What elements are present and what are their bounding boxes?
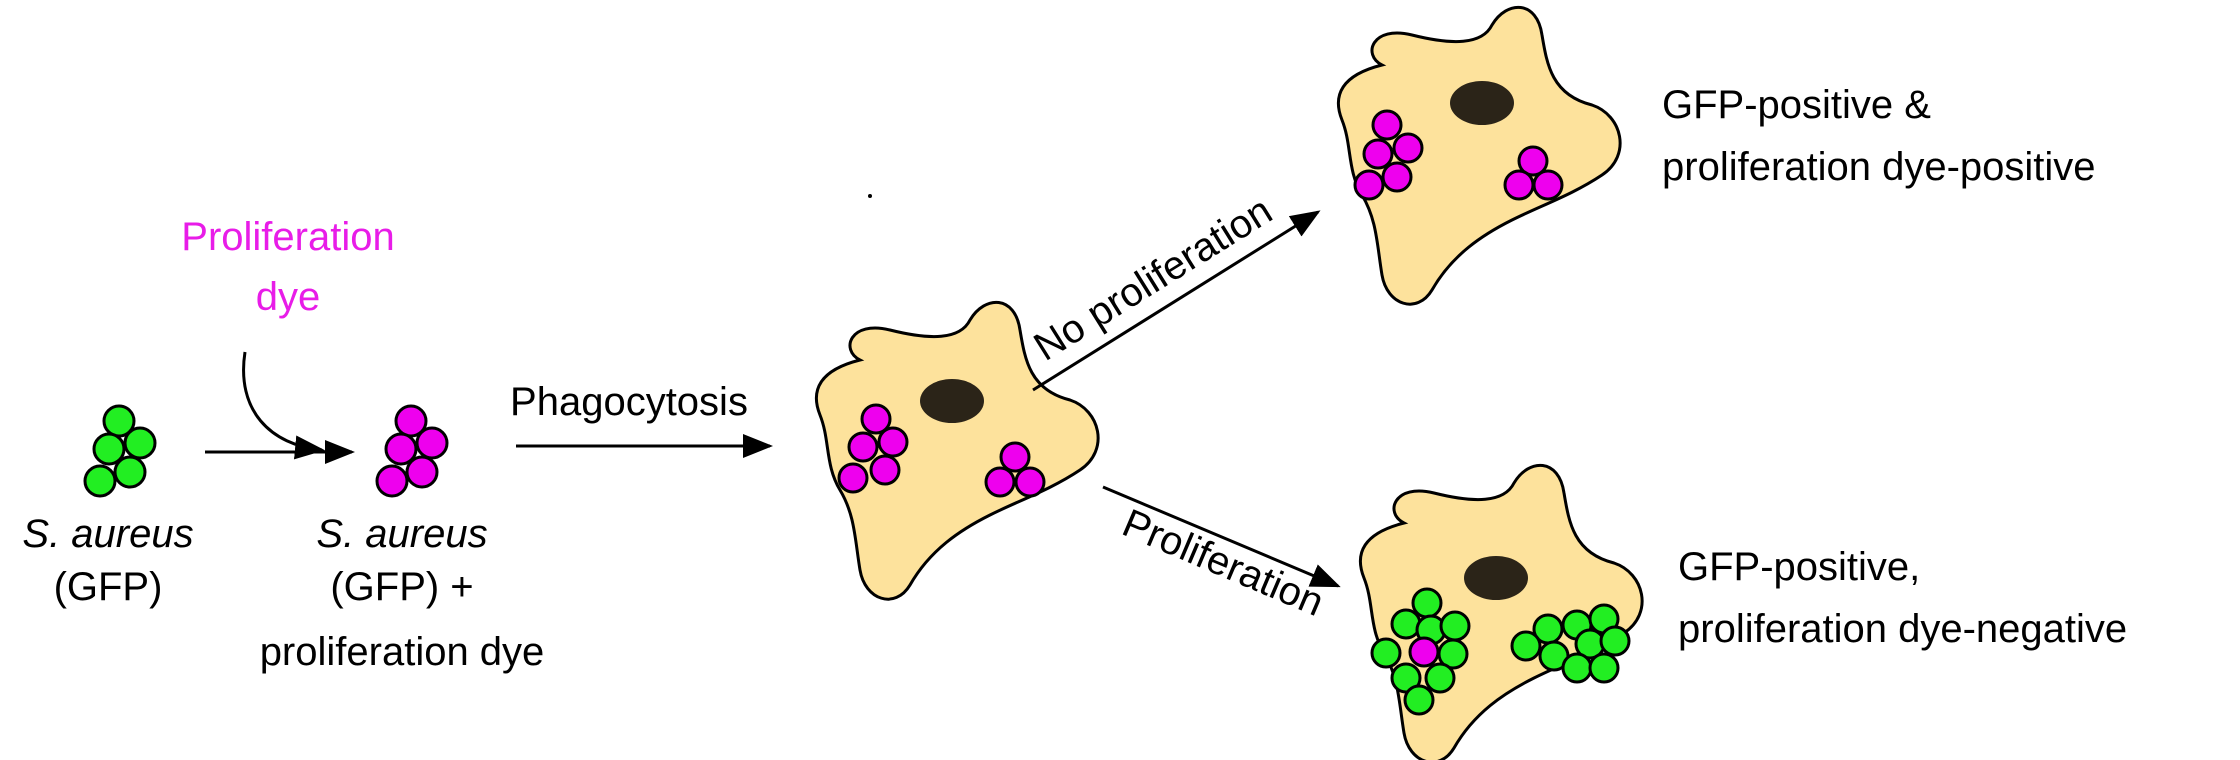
bacterium (113, 455, 147, 489)
bacterium (1014, 466, 1046, 498)
bacterium (123, 426, 157, 460)
nucleus (920, 379, 984, 423)
nucleus (1464, 556, 1528, 600)
bacterium (1392, 132, 1424, 164)
dyed-bacteria-cluster (375, 404, 449, 498)
bacterium (415, 426, 449, 460)
bacterium (1424, 662, 1456, 694)
bacterium (877, 426, 909, 458)
bacterium (405, 455, 439, 489)
dye-label-line1: Proliferation (181, 215, 394, 259)
macrophage-proliferation (1358, 463, 1644, 760)
bacteria-gfp-marker: (GFP) (54, 565, 163, 609)
gfp-bacteria-cluster (83, 404, 157, 498)
bacterium (1532, 169, 1564, 201)
macrophage-no-proliferation (1336, 5, 1622, 306)
bacterium (1599, 625, 1631, 657)
nucleus (1450, 81, 1514, 125)
bacterium (384, 432, 418, 466)
proliferation-arrow (1102, 485, 1341, 588)
bacterium (1439, 610, 1471, 642)
bacterium (1370, 637, 1402, 669)
bacterium (837, 462, 869, 494)
bacterium (999, 441, 1031, 473)
bacterium (83, 464, 117, 498)
bacteria-gfp-species: S. aureus (22, 512, 193, 556)
bacterium (1503, 169, 1535, 201)
bacterium (1353, 169, 1385, 201)
bacterium (1588, 652, 1620, 684)
dye-curved-arrow (242, 351, 325, 460)
bacterium (92, 432, 126, 466)
bacterium (869, 454, 901, 486)
macrophage-infected (814, 300, 1100, 601)
phagocytosis-label: Phagocytosis (510, 380, 748, 424)
bacterium (1510, 630, 1542, 662)
outcome-top-line2: proliferation dye-positive (1662, 145, 2096, 189)
bacterium (1517, 145, 1549, 177)
outcome-top-line1: GFP-positive & (1662, 83, 1931, 127)
bacteria-dyed-species: S. aureus (316, 512, 487, 556)
outcome-bottom-line2: proliferation dye-negative (1678, 607, 2127, 651)
bacterium (1381, 161, 1413, 193)
bacterium (847, 431, 879, 463)
dye-label-line2: dye (256, 275, 321, 319)
bacterium (1362, 138, 1394, 170)
bacterium (860, 403, 892, 435)
bacterium (1411, 587, 1443, 619)
no-proliferation-arrow (1032, 210, 1321, 392)
bacterium (1371, 109, 1403, 141)
bacterium (1437, 638, 1469, 670)
speck-dot (868, 194, 872, 198)
bacterium (1403, 684, 1435, 716)
bacterium (1408, 636, 1440, 668)
bacterium (375, 464, 409, 498)
bacterium (984, 466, 1016, 498)
no-proliferation-label: No proliferation (1026, 188, 1279, 369)
bacteria-dyed-marker: (GFP) + (330, 565, 473, 609)
proliferation-label: Proliferation (1116, 501, 1330, 625)
bacteria-dyed-dye: proliferation dye (260, 630, 545, 674)
outcome-bottom-line1: GFP-positive, (1678, 545, 1920, 589)
bacterium (1561, 652, 1593, 684)
bacterium (1390, 608, 1422, 640)
